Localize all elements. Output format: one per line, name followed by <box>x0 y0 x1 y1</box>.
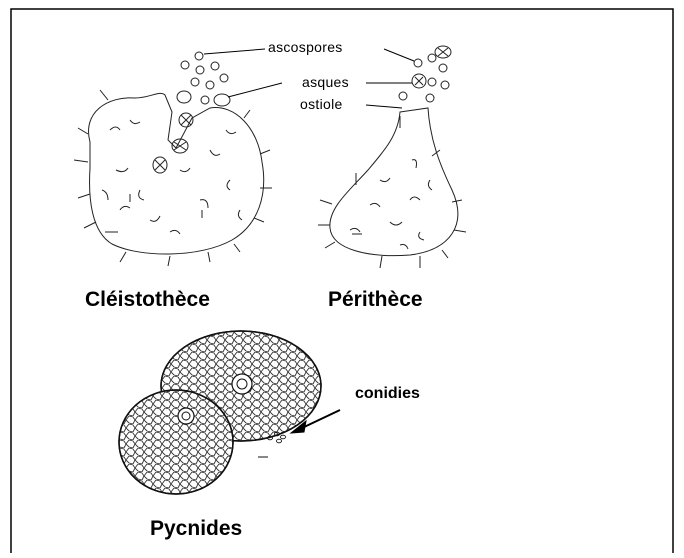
pycnidia-label: Pycnides <box>150 517 242 541</box>
perithecium-label: Périthèce <box>328 288 423 312</box>
ostiole-label: ostiole <box>300 96 343 112</box>
cleistotheca-label: Cléistothèce <box>85 288 210 312</box>
ascospores-label: ascospores <box>268 39 343 55</box>
asques-label: asques <box>302 74 349 90</box>
cleistotheca-drawing <box>74 52 272 266</box>
conidia-label: conidies <box>355 385 420 403</box>
pycnidia-drawing <box>119 331 321 494</box>
figure-border <box>11 9 673 553</box>
